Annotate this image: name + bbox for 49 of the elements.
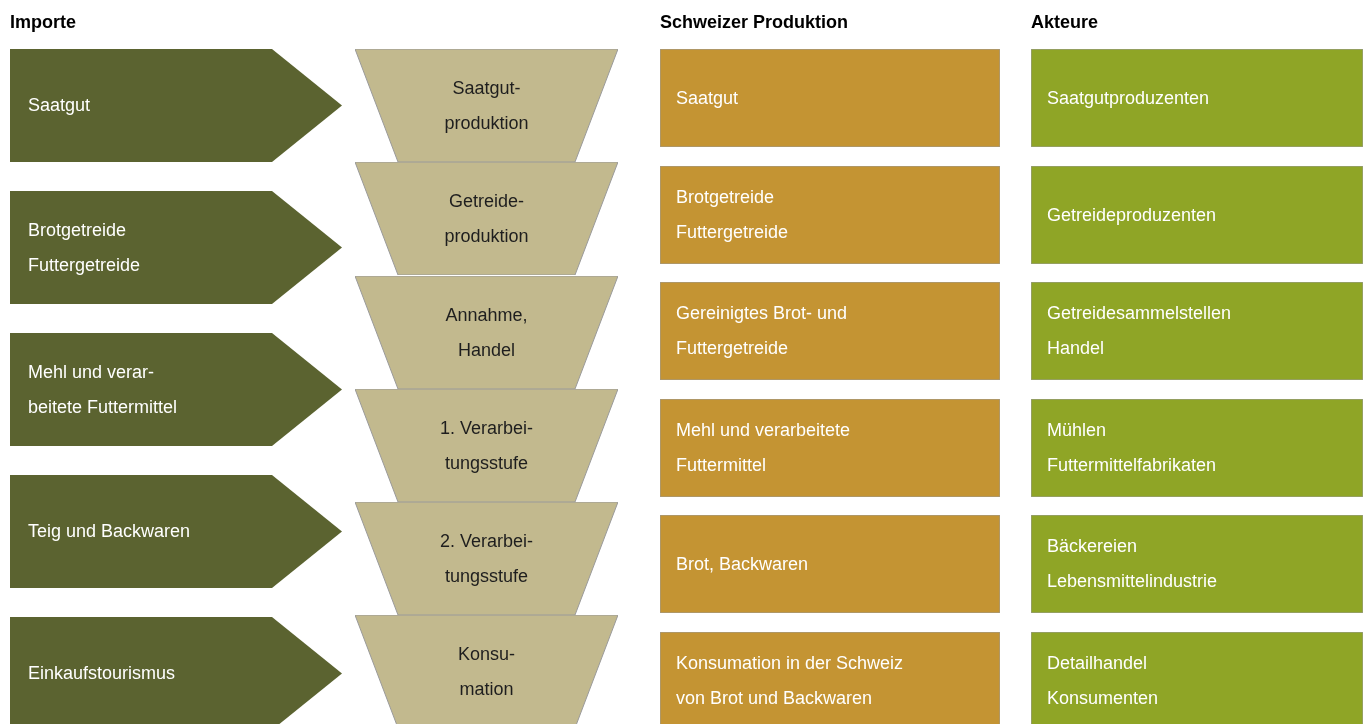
stage-trapezoid xyxy=(355,162,618,275)
import-arrow-shape xyxy=(10,617,342,724)
actor-box xyxy=(1031,166,1363,264)
node-label: Einkaufstourismus xyxy=(28,662,177,685)
import-arrow-shape xyxy=(10,333,342,446)
column-heading: Importe xyxy=(10,12,76,33)
node-label: Brot, Backwaren xyxy=(676,552,810,576)
import-arrow-shape xyxy=(10,191,342,304)
node-label: Brotgetreide Futtergetreide xyxy=(28,218,142,277)
node-label: Gereinigtes Brot- und Futtergetreide xyxy=(676,302,849,360)
import-arrow-shape xyxy=(10,475,342,588)
node-label: Mehl und verarbeitete Futtermittel xyxy=(676,419,852,477)
node-label: Brotgetreide Futtergetreide xyxy=(676,186,790,244)
actor-box xyxy=(1031,632,1363,724)
node-label: Detailhandel Konsumenten xyxy=(1047,652,1160,710)
actor-box xyxy=(1031,282,1363,380)
product-box xyxy=(660,515,1000,613)
node-label: Saatgutproduzenten xyxy=(1047,86,1211,110)
column-heading: Schweizer Produktion xyxy=(660,12,849,33)
stage-trapezoid xyxy=(355,389,618,502)
actor-box xyxy=(1031,515,1363,613)
node-label: Mehl und verar- beitete Futtermittel xyxy=(28,360,179,419)
node-label: Saatgut xyxy=(676,86,740,110)
node-label: 1. Verarbei- tungsstufe xyxy=(438,416,535,475)
product-box xyxy=(660,399,1000,497)
stage-trapezoid xyxy=(355,502,618,615)
node-label: Konsumation in der Schweiz von Brot und Backwaren xyxy=(676,652,905,710)
node-label: Bäckereien Lebensmittelindustrie xyxy=(1047,535,1219,593)
node-label: Getreideproduzenten xyxy=(1047,203,1218,227)
actor-box xyxy=(1031,49,1363,147)
product-box xyxy=(660,282,1000,380)
stage-trapezoid xyxy=(355,276,618,389)
node-label: Saatgut- produktion xyxy=(443,76,530,135)
node-label: 2. Verarbei- tungsstufe xyxy=(438,529,535,588)
stage-trapezoid xyxy=(355,615,618,724)
actor-box xyxy=(1031,399,1363,497)
node-label: Teig und Backwaren xyxy=(28,520,192,543)
import-arrow-shape xyxy=(10,49,342,162)
node-label: Saatgut xyxy=(28,94,92,117)
product-box xyxy=(660,49,1000,147)
stage-trapezoid xyxy=(355,49,618,162)
product-box xyxy=(660,166,1000,264)
node-label: Konsu- mation xyxy=(456,642,516,701)
node-label: Getreidesammelstellen Handel xyxy=(1047,302,1233,360)
node-label: Mühlen Futtermittelfabrikaten xyxy=(1047,419,1218,477)
product-box xyxy=(660,632,1000,724)
node-label: Annahme, Handel xyxy=(444,303,529,362)
column-heading: Akteure xyxy=(1031,12,1099,33)
node-label: Getreide- produktion xyxy=(443,189,530,248)
